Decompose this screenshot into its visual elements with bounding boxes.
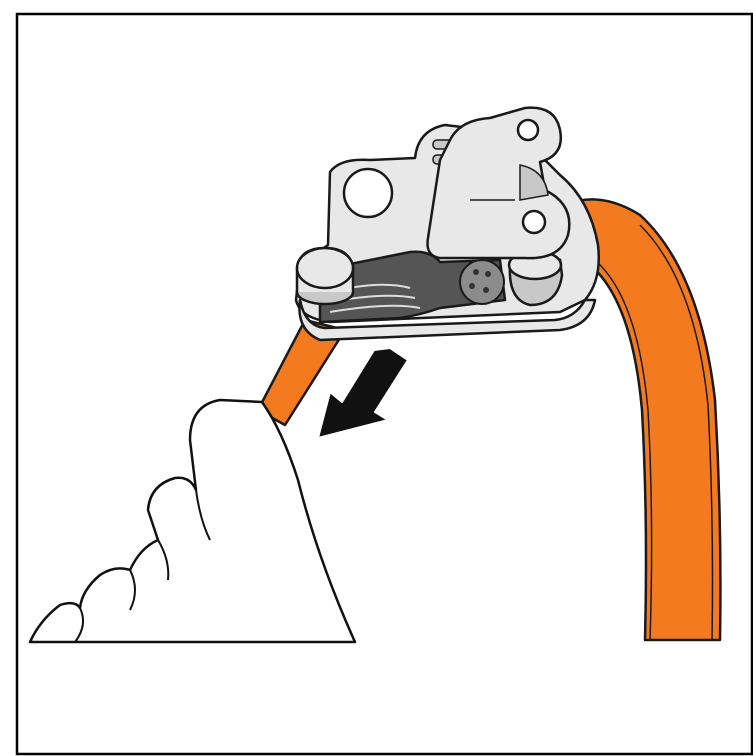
right-strap bbox=[560, 198, 722, 642]
front-plate bbox=[426, 106, 571, 260]
pull-direction-arrow-icon bbox=[317, 347, 409, 439]
cam-lever bbox=[295, 246, 564, 324]
hand bbox=[28, 398, 357, 644]
attachment-hole bbox=[342, 167, 394, 219]
